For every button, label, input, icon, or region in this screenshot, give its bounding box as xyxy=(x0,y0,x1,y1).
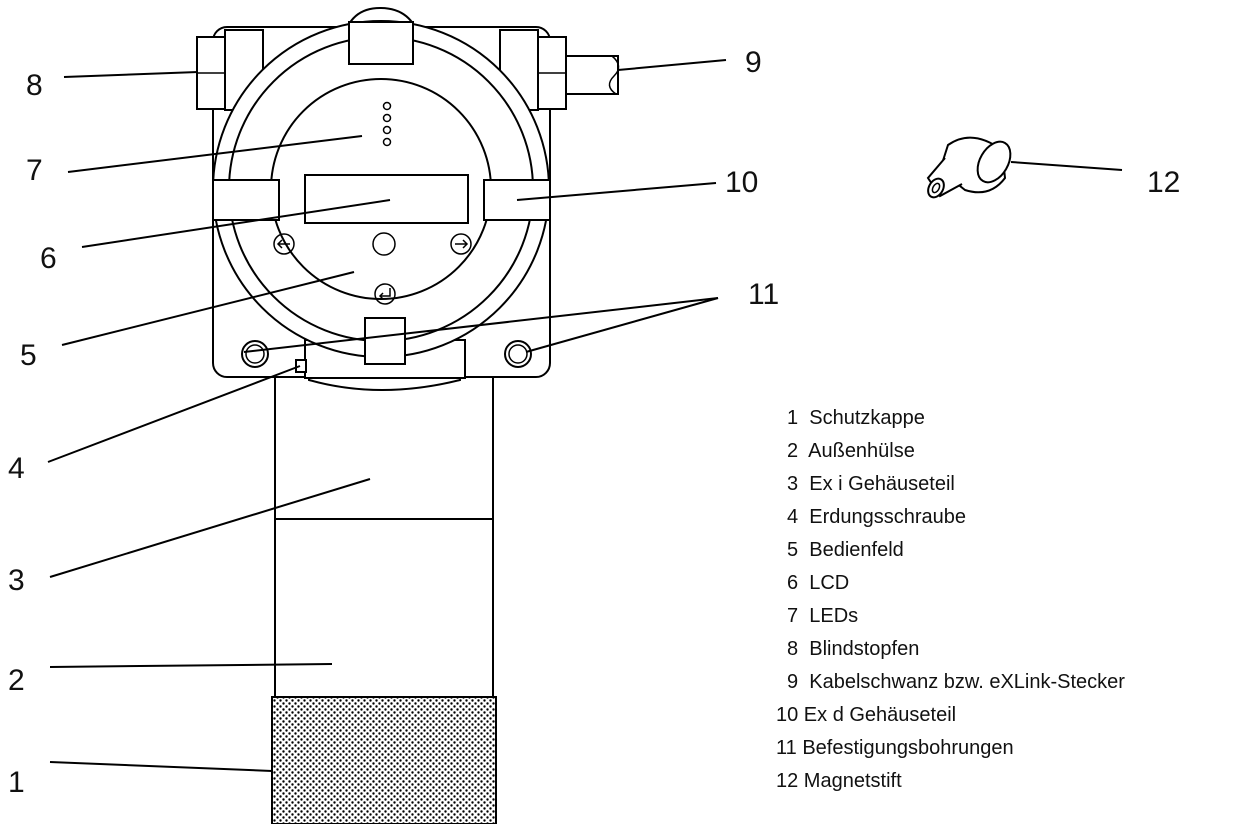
legend-item-7: 7 LEDs xyxy=(787,605,858,627)
lcd-display xyxy=(304,174,469,224)
ex-i-housing-part xyxy=(274,371,494,525)
callout-numbers: 1 2 3 4 5 6 7 8 9 10 11 12 xyxy=(8,46,1180,799)
legend: 1 Schutzkappe 2 Außenhülse 3 Ex i Gehäus… xyxy=(776,407,1125,792)
protective-cap xyxy=(271,696,497,825)
arrow-left-icon[interactable] xyxy=(273,233,295,255)
housing-neck xyxy=(308,343,461,391)
legend-item-6: 6 LCD xyxy=(787,572,849,594)
ring-tab-top xyxy=(348,21,414,65)
sensor-tube xyxy=(271,371,497,825)
callout-5: 5 xyxy=(20,339,37,372)
legend-item-11: 11 Befestigungsbohrungen xyxy=(776,737,1014,759)
callout-8: 8 xyxy=(26,69,43,102)
legend-item-9: 9 Kabelschwanz bzw. eXLink-Stecker xyxy=(787,671,1125,693)
callout-10: 10 xyxy=(725,166,758,199)
legend-item-4: 4 Erdungsschraube xyxy=(787,506,966,528)
mounting-hole-left xyxy=(241,340,269,368)
callout-7: 7 xyxy=(26,154,43,187)
enter-icon[interactable] xyxy=(374,283,396,305)
grounding-screw xyxy=(295,359,307,373)
ring-tab-left xyxy=(212,179,280,221)
legend-item-2: 2 Außenhülse xyxy=(787,440,915,462)
callout-4: 4 xyxy=(8,452,25,485)
callout-12: 12 xyxy=(1147,166,1180,199)
led-2 xyxy=(382,113,392,123)
legend-item-5: 5 Bedienfeld xyxy=(787,539,904,561)
led-3 xyxy=(382,125,392,135)
led-4 xyxy=(382,137,392,147)
arrow-right-icon[interactable] xyxy=(450,233,472,255)
legend-item-12: 12 Magnetstift xyxy=(776,770,902,792)
callout-2: 2 xyxy=(8,664,25,697)
callout-9: 9 xyxy=(745,46,762,79)
led-1 xyxy=(382,101,392,111)
leader-lines xyxy=(47,59,1123,772)
legend-item-10: 10 Ex d Gehäuseteil xyxy=(776,704,956,726)
callout-3: 3 xyxy=(8,564,25,597)
center-button[interactable] xyxy=(372,232,396,256)
callout-11: 11 xyxy=(748,278,779,311)
outer-sleeve xyxy=(274,518,494,702)
mounting-hole-right xyxy=(504,340,532,368)
led-column xyxy=(382,101,392,147)
callout-6: 6 xyxy=(40,242,57,275)
magnet-pen xyxy=(926,136,1012,199)
ring-tab-bottom xyxy=(364,317,406,365)
legend-item-3: 3 Ex i Gehäuseteil xyxy=(787,473,955,495)
callout-1: 1 xyxy=(8,766,25,799)
legend-item-1: 1 Schutzkappe xyxy=(787,407,925,429)
legend-item-8: 8 Blindstopfen xyxy=(787,638,919,660)
